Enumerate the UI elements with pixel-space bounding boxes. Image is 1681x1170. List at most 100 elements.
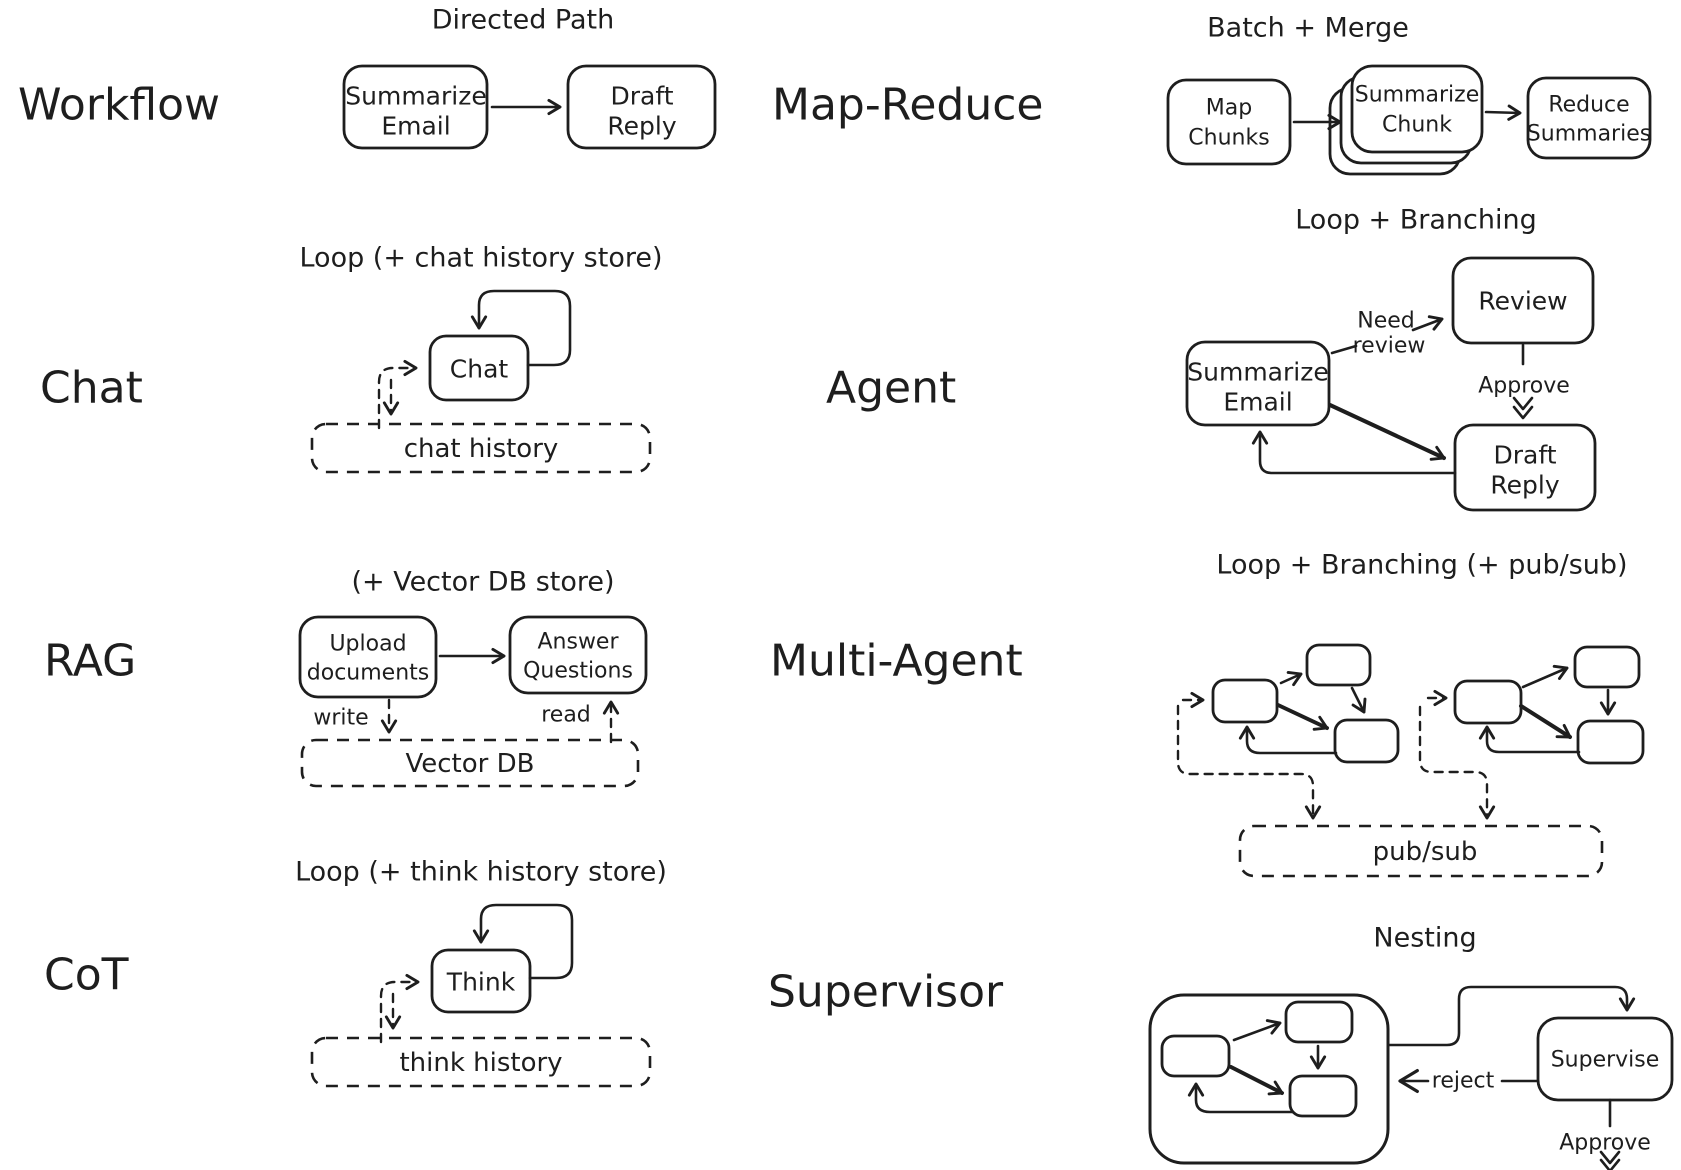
store-pub-sub-label: pub/sub <box>1373 837 1478 867</box>
nested-arrow-a-to-b <box>1232 1019 1282 1042</box>
nested-arrow-c-back-to-a <box>1187 1082 1294 1114</box>
node-draft-reply-line2: Reply <box>607 112 676 141</box>
section-label-workflow: Workflow <box>18 80 220 131</box>
multi-agent-cluster1-node-c <box>1333 718 1400 764</box>
cluster2-arrow-a-to-b <box>1521 664 1569 689</box>
section-rag: RAG (+ Vector DB store) Upload documents… <box>44 567 648 788</box>
node-agent-summarize-email-line2: Email <box>1223 388 1292 417</box>
cluster1-arrow-a-to-c-thick <box>1276 703 1329 731</box>
edge-label-review: review <box>1353 334 1426 359</box>
node-summarize-email-line1: Summarize <box>345 82 486 111</box>
cluster1-arrow-a-to-b <box>1279 671 1303 687</box>
multi-agent-cluster1-node-b <box>1305 643 1372 687</box>
arrow-history-to-chat <box>377 359 418 430</box>
node-think-label: Think <box>446 968 516 997</box>
nested-node-b <box>1284 1000 1354 1044</box>
node-upload-documents-line1: Upload <box>329 632 406 657</box>
section-workflow: Workflow Directed Path Summarize Email D… <box>18 5 717 150</box>
section-label-agent: Agent <box>826 363 956 414</box>
node-summarize-chunk-line1: Summarize <box>1355 83 1480 108</box>
store-chat-history <box>310 422 652 474</box>
multi-agent-cluster2-node-c <box>1576 719 1645 765</box>
node-upload-documents <box>298 615 438 699</box>
nested-node-c <box>1288 1074 1358 1118</box>
arrow-container-to-supervise <box>1386 985 1636 1047</box>
edge-label-write: write <box>313 706 368 731</box>
cluster1-arrow-b-to-c <box>1350 686 1367 714</box>
section-cot: CoT Loop (+ think history store) Think t… <box>44 857 667 1088</box>
node-draft-reply <box>566 64 717 150</box>
node-agent-draft-reply <box>1453 423 1597 512</box>
section-label-rag: RAG <box>44 636 136 687</box>
node-agent-summarize-email-line1: Summarize <box>1187 358 1328 387</box>
nested-arrow-a-to-c-thick <box>1229 1065 1284 1096</box>
edge-label-read: read <box>541 703 591 728</box>
store-vector-db <box>300 738 640 788</box>
node-summarize-chunk <box>1350 64 1484 154</box>
section-agent: Agent Loop + Branching Summarize Email R… <box>826 205 1597 512</box>
nested-node-a <box>1160 1034 1231 1078</box>
node-map-chunks-line1: Map <box>1206 96 1252 121</box>
store-pub-sub <box>1238 824 1604 878</box>
node-chat-label: Chat <box>450 355 509 384</box>
cluster2-arrow-c-back-to-a <box>1478 725 1581 754</box>
node-supervise <box>1536 1016 1674 1102</box>
section-label-chat: Chat <box>40 363 143 414</box>
pattern-title-loop-branching-pubsub: Loop + Branching (+ pub/sub) <box>1216 550 1627 581</box>
node-answer-questions <box>508 615 648 695</box>
store-think-history <box>310 1036 652 1088</box>
node-answer-questions-line1: Answer <box>537 630 619 655</box>
node-map-chunks-line2: Chunks <box>1188 126 1269 151</box>
multi-agent-cluster2-node-b <box>1573 645 1641 689</box>
section-label-multi-agent: Multi-Agent <box>770 636 1023 687</box>
pattern-title-nesting: Nesting <box>1373 923 1476 954</box>
arrow-chat-self-loop <box>470 289 572 367</box>
section-label-cot: CoT <box>44 950 129 1001</box>
pattern-title-loop-branching: Loop + Branching <box>1295 205 1537 236</box>
arrow-draft-back-to-summarize <box>1251 430 1457 475</box>
cluster1-arrow-to-pubsub <box>1176 704 1322 820</box>
pattern-title-vector-db: (+ Vector DB store) <box>351 567 614 598</box>
node-chat <box>428 334 530 402</box>
node-agent-summarize-email <box>1185 340 1331 427</box>
node-reduce-summaries-line2: Summaries <box>1527 122 1651 147</box>
pattern-title-chat-loop: Loop (+ chat history store) <box>299 243 662 274</box>
arrow-summarize-to-draft-thick <box>1328 403 1446 461</box>
node-think <box>430 948 532 1014</box>
store-chat-history-label: chat history <box>404 434 559 464</box>
pattern-title-think-loop: Loop (+ think history store) <box>295 857 667 888</box>
edge-label-approve-supervisor: Approve <box>1559 1131 1651 1156</box>
node-supervise-label: Supervise <box>1551 1048 1660 1073</box>
store-vector-db-label: Vector DB <box>406 749 535 779</box>
edge-label-need: Need <box>1357 309 1415 334</box>
multi-agent-cluster2-node-a <box>1453 679 1523 725</box>
arrow-need-review-to-review <box>1411 315 1444 332</box>
node-draft-reply-line1: Draft <box>610 82 673 111</box>
section-supervisor: Supervisor Nesting Supervise reject Appr… <box>768 923 1674 1170</box>
node-upload-documents-line2: documents <box>307 661 429 686</box>
multi-agent-cluster1-node-a <box>1211 678 1279 724</box>
node-answer-questions-line2: Questions <box>523 659 633 684</box>
supervisor-approve-arrowhead-outer <box>1599 1150 1621 1165</box>
store-think-history-label: think history <box>399 1048 562 1078</box>
section-map-reduce: Map-Reduce Batch + Merge Map Chunks Summ… <box>772 13 1652 176</box>
node-review-label: Review <box>1478 287 1567 316</box>
node-map-chunks <box>1166 78 1292 166</box>
section-multi-agent: Multi-Agent Loop + Branching (+ pub/sub)… <box>770 550 1645 878</box>
section-label-supervisor: Supervisor <box>768 967 1004 1018</box>
approve-arrowhead-inner <box>1512 405 1534 420</box>
node-reduce-summaries-line1: Reduce <box>1548 93 1629 118</box>
node-agent-draft-reply-line1: Draft <box>1493 441 1556 470</box>
node-summarize-email <box>342 64 489 150</box>
pattern-title-batch-merge: Batch + Merge <box>1207 13 1409 44</box>
node-reduce-summaries <box>1526 76 1652 160</box>
arrow-think-self-loop <box>472 903 574 980</box>
nested-agent-container <box>1148 993 1390 1165</box>
supervisor-approve-arrowhead-inner <box>1599 1158 1621 1170</box>
arrow-summarize-to-reduce <box>1484 104 1522 121</box>
cluster2-arrow-a-to-c-thick <box>1519 704 1572 739</box>
approve-arrowhead-outer <box>1512 396 1534 411</box>
pattern-title-directed-path: Directed Path <box>432 5 615 36</box>
section-label-map-reduce: Map-Reduce <box>772 80 1043 131</box>
